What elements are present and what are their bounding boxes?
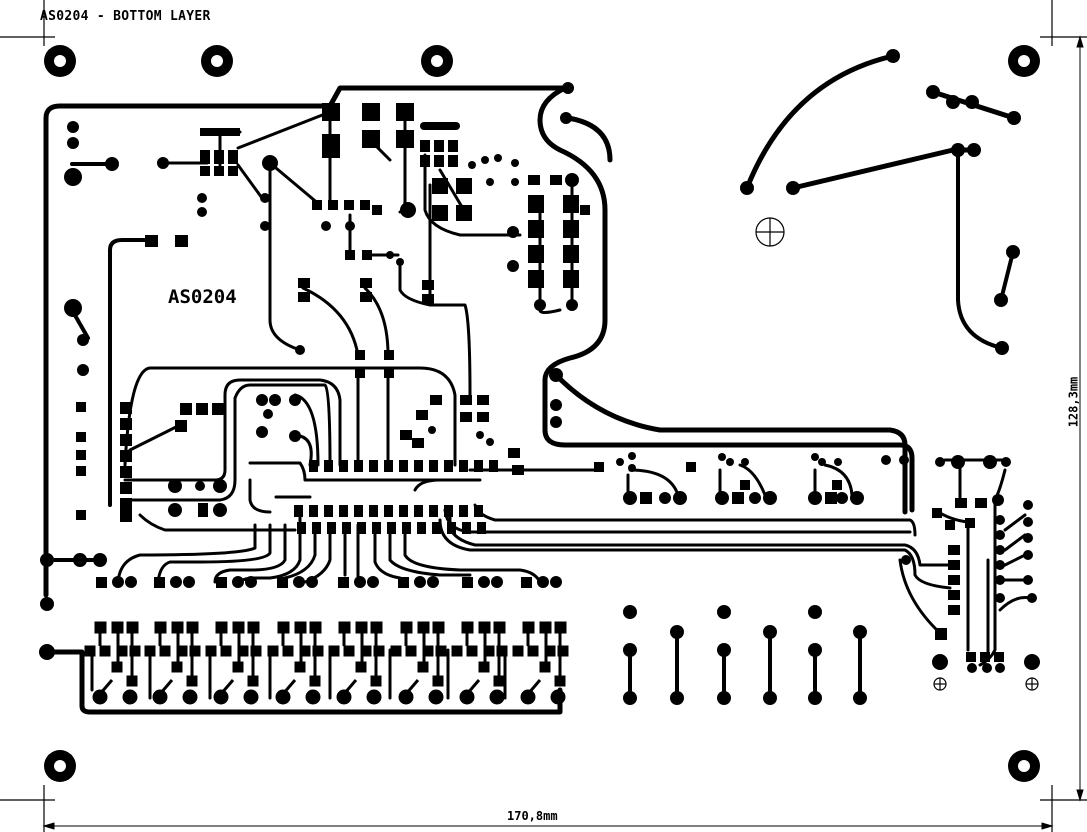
right-components xyxy=(623,49,1040,705)
top-components xyxy=(197,82,590,428)
relay-driver-bank xyxy=(84,620,570,706)
dimension-lines xyxy=(42,35,1084,830)
ic-pads xyxy=(294,350,498,534)
left-pads xyxy=(39,121,305,660)
connector-pads xyxy=(96,576,562,588)
layer-title: AS0204 - BOTTOM LAYER xyxy=(40,9,211,24)
registration-mark-icon xyxy=(755,217,1039,691)
mounting-hole-icon xyxy=(44,45,1040,782)
width-dimension-label: 170,8mm xyxy=(507,809,558,823)
board-label: AS0204 xyxy=(168,286,237,308)
copper-traces xyxy=(43,53,1032,715)
driver-cell xyxy=(84,621,141,705)
mid-components xyxy=(400,395,909,505)
